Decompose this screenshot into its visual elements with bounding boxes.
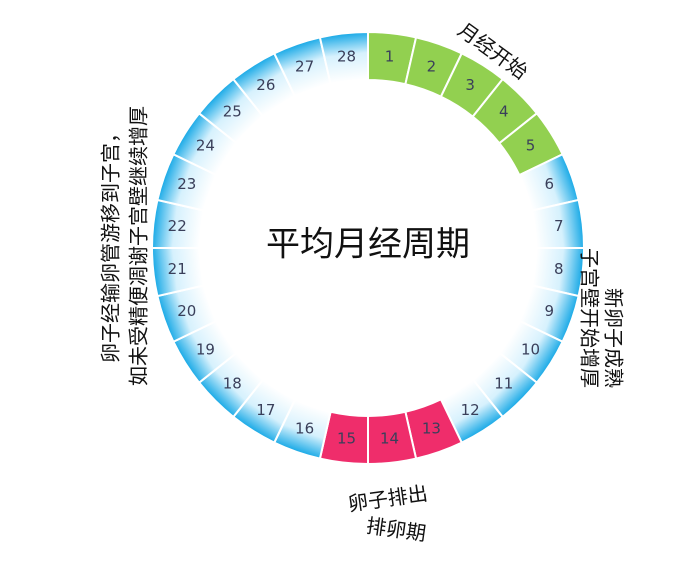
day-number-23: 23: [177, 175, 196, 193]
follicle-label-line2: 子宫壁开始增厚: [578, 248, 602, 388]
day-number-25: 25: [223, 103, 242, 121]
day-number-9: 9: [544, 302, 554, 320]
day-number-17: 17: [256, 401, 275, 419]
cycle-ring: 1234567891011121314151617181920212223242…: [150, 30, 586, 466]
day-number-14: 14: [380, 429, 399, 447]
luteal-label-line2: 如未受精便凋谢子宫壁继续增厚: [127, 106, 151, 386]
day-number-4: 4: [499, 103, 509, 121]
center-title: 平均月经周期: [266, 225, 470, 265]
day-number-16: 16: [295, 420, 314, 438]
day-segment-28: [318, 30, 369, 86]
follicle-label-line1: 新卵子成熟: [602, 288, 626, 388]
day-number-8: 8: [554, 260, 564, 278]
day-number-3: 3: [465, 76, 475, 94]
day-number-6: 6: [544, 175, 554, 193]
day-number-1: 1: [385, 48, 395, 66]
day-number-10: 10: [521, 341, 540, 359]
day-number-18: 18: [223, 374, 242, 392]
luteal-label-line1: 卵子经输卵管游移到子宫，: [99, 123, 123, 363]
day-number-28: 28: [337, 48, 356, 66]
ovulation-label-line2: 排卵期: [365, 513, 428, 545]
day-number-7: 7: [554, 217, 564, 235]
day-number-21: 21: [168, 260, 187, 278]
day-number-12: 12: [461, 401, 480, 419]
day-number-24: 24: [196, 136, 215, 154]
day-number-22: 22: [168, 217, 187, 235]
day-number-26: 26: [256, 76, 275, 94]
ovulation-label-line1: 卵子排出: [347, 481, 430, 516]
day-number-27: 27: [295, 57, 314, 75]
day-number-20: 20: [177, 302, 196, 320]
day-number-19: 19: [196, 341, 215, 359]
day-number-2: 2: [427, 57, 437, 75]
day-number-11: 11: [494, 374, 513, 392]
day-number-5: 5: [526, 136, 536, 154]
day-number-15: 15: [337, 429, 356, 447]
day-number-13: 13: [422, 420, 441, 438]
